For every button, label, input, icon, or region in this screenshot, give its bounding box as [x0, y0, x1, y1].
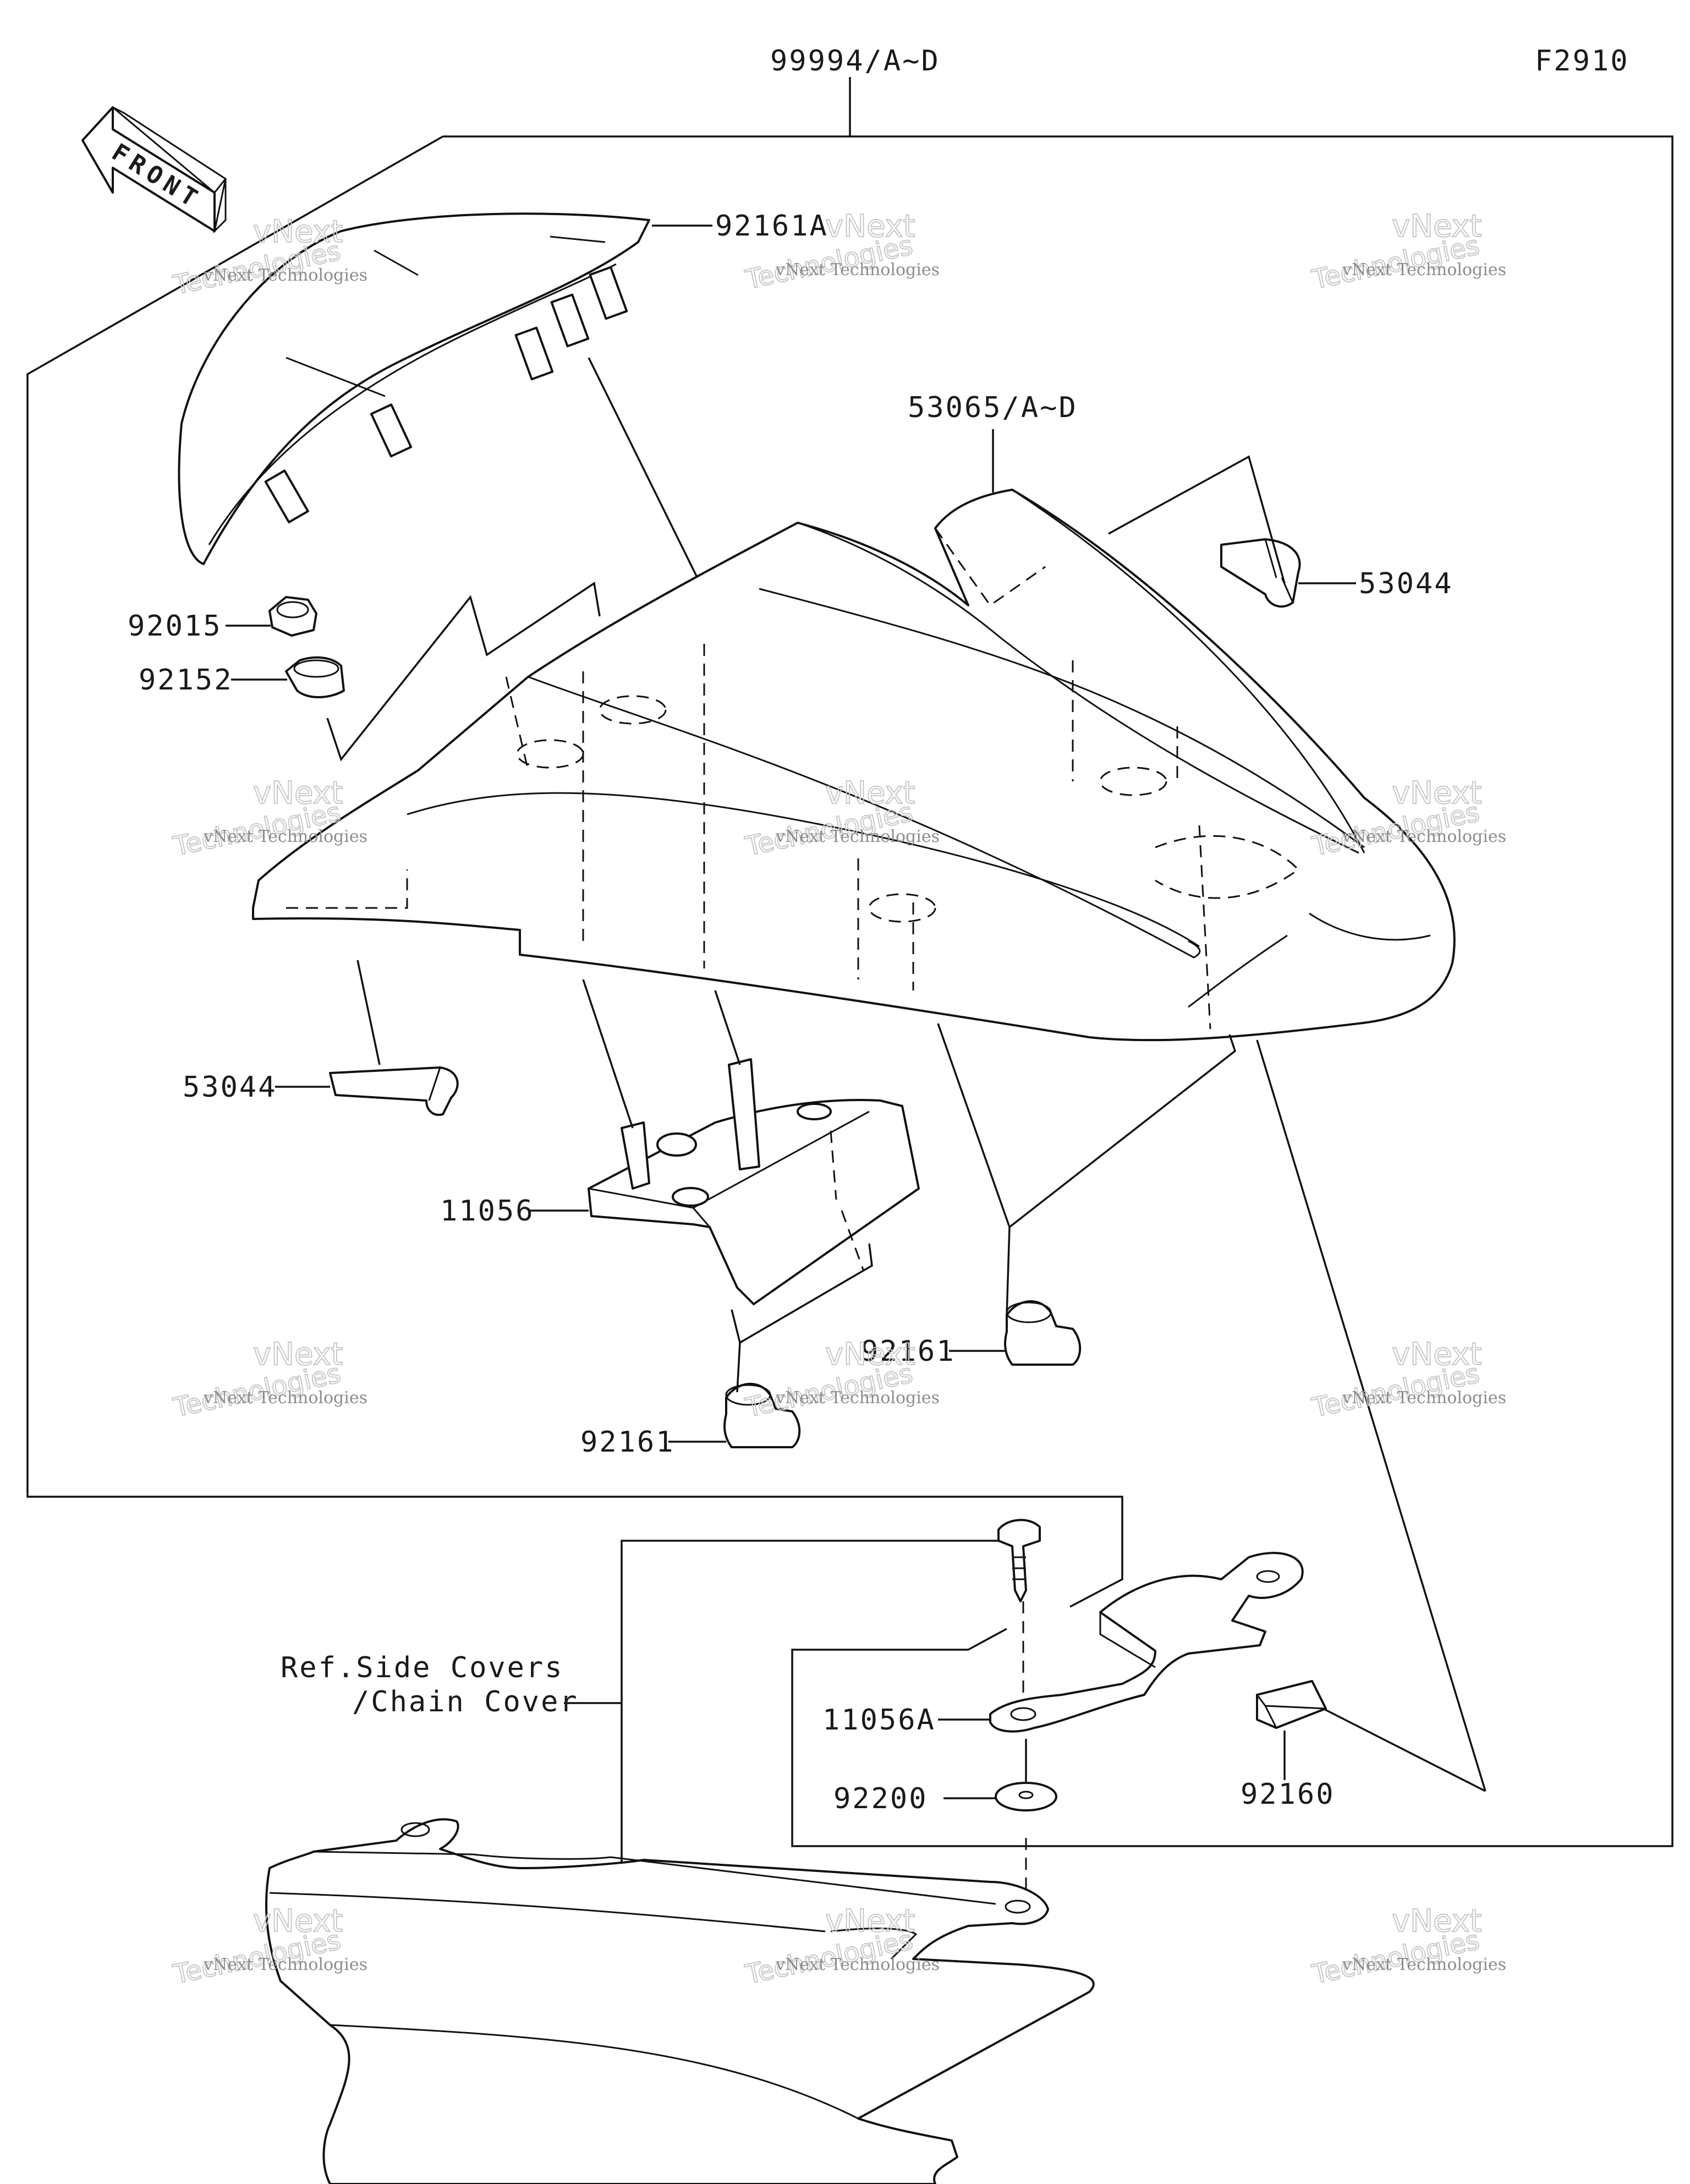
label-53044-left: 53044 — [183, 1071, 277, 1104]
nut-92015 — [268, 596, 317, 637]
svg-text:vNext Technologies: vNext Technologies — [1342, 260, 1506, 280]
svg-text:vNext Technologies: vNext Technologies — [203, 1388, 367, 1408]
washer-92200 — [995, 1782, 1057, 1811]
svg-text:vNext: vNext — [1392, 775, 1482, 811]
svg-text:vNext: vNext — [253, 214, 343, 250]
label-92160: 92160 — [1241, 1778, 1335, 1811]
svg-text:vNext: vNext — [253, 775, 343, 811]
svg-text:vNext: vNext — [825, 775, 915, 811]
seat-cover-53065 — [252, 489, 1456, 1042]
label-53065: 53065/A~D — [908, 391, 1078, 424]
svg-text:vNext: vNext — [1392, 1337, 1482, 1372]
front-arrow-text: FRONT — [107, 138, 207, 215]
label-ref-line2: /Chain Cover — [352, 1685, 579, 1718]
svg-text:vNext: vNext — [825, 1337, 915, 1372]
assembly-boundary — [443, 135, 1673, 1847]
svg-text:vNext: vNext — [1392, 209, 1482, 244]
svg-text:vNext: vNext — [825, 209, 915, 244]
front-arrow-icon: FRONT — [81, 106, 227, 234]
svg-text:vNext Technologies: vNext Technologies — [203, 1955, 367, 1974]
bolt — [997, 1519, 1041, 1602]
label-92161A: 92161A — [715, 210, 828, 243]
svg-text:vNext: vNext — [253, 1337, 343, 1372]
svg-text:vNext Technologies: vNext Technologies — [775, 1955, 940, 1974]
label-53044-right: 53044 — [1359, 567, 1453, 600]
svg-text:vNext: vNext — [825, 1903, 915, 1939]
damper-92161-right — [1004, 1300, 1082, 1366]
bracket-11056 — [588, 1058, 920, 1305]
label-11056A: 11056A — [822, 1704, 936, 1737]
assembly-boundary-left — [26, 135, 1123, 1608]
label-92015: 92015 — [128, 610, 222, 643]
side-cover-chain-cover — [265, 1818, 1095, 2184]
pad-92160 — [1256, 1680, 1327, 1729]
seat-cover-pad-92161A — [178, 212, 650, 565]
svg-text:vNext Technologies: vNext Technologies — [775, 260, 940, 280]
svg-text:vNext Technologies: vNext Technologies — [1342, 1388, 1506, 1408]
label-ref-line1: Ref.Side Covers — [281, 1651, 564, 1684]
clip-53044-right — [1220, 538, 1301, 608]
label-92161-right: 92161 — [861, 1335, 956, 1368]
label-11056: 11056 — [440, 1195, 535, 1228]
label-92200: 92200 — [833, 1782, 928, 1815]
label-99994: 99994/A~D — [770, 45, 940, 78]
damper-92161-left — [723, 1382, 801, 1448]
svg-text:vNext Technologies: vNext Technologies — [775, 827, 940, 846]
svg-text:vNext: vNext — [1392, 1903, 1482, 1939]
svg-text:vNext Technologies: vNext Technologies — [203, 827, 367, 846]
svg-text:vNext Technologies: vNext Technologies — [775, 1388, 940, 1408]
collar-92152 — [285, 656, 345, 698]
label-92161-left: 92161 — [580, 1426, 675, 1459]
figure-code: F2910 — [1535, 45, 1629, 78]
svg-text:vNext Technologies: vNext Technologies — [1342, 1955, 1506, 1974]
svg-text:vNext: vNext — [253, 1903, 343, 1939]
svg-text:vNext Technologies: vNext Technologies — [1342, 827, 1506, 846]
svg-text:vNext Technologies: vNext Technologies — [203, 266, 367, 285]
bracket-11056A — [989, 1552, 1304, 1733]
clip-53044-left — [329, 1066, 459, 1116]
label-92152: 92152 — [139, 664, 233, 697]
